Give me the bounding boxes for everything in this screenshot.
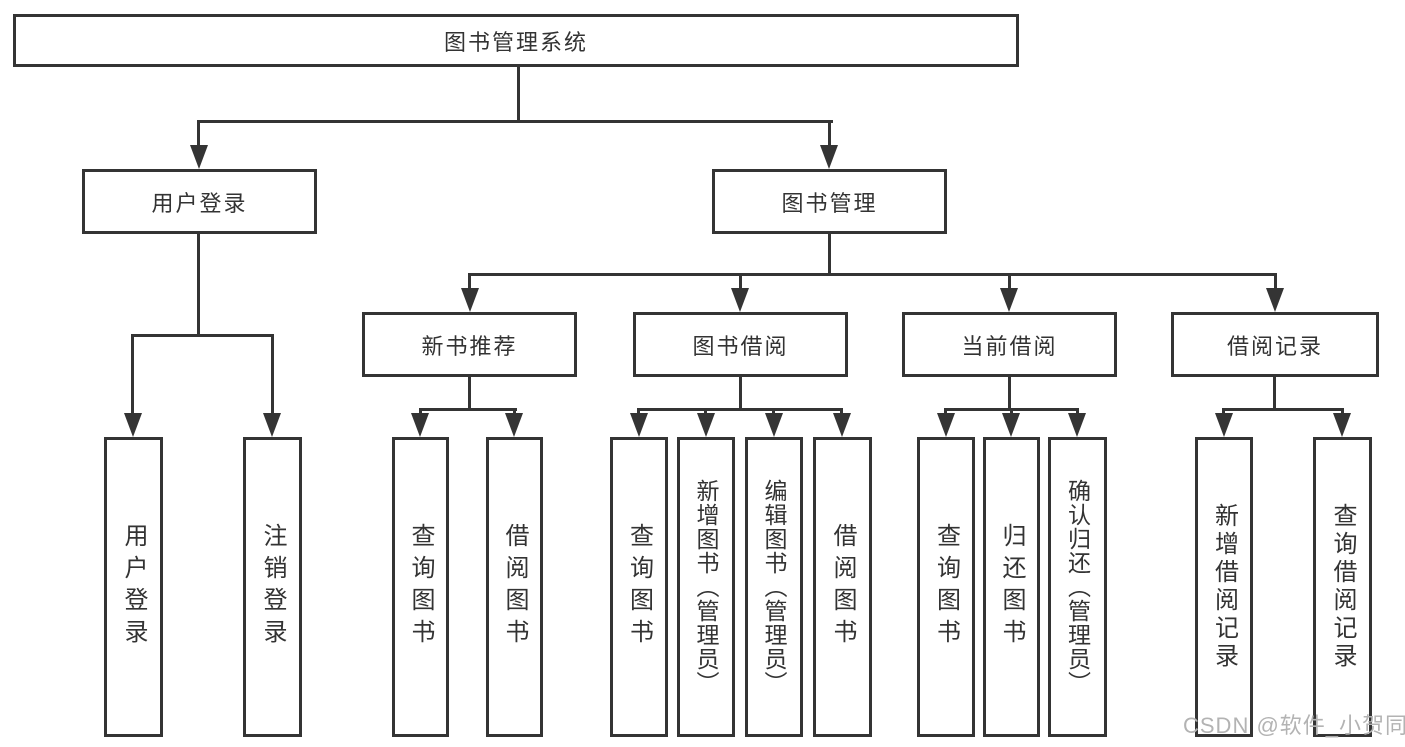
connector-stub [1273,377,1276,408]
leaf-query-borrow-record: 查询借阅记录 [1313,437,1372,737]
connector-stub [739,377,742,408]
connector-level2-horizontal [197,120,833,123]
leaf-query-books-recommend: 查询图书 [392,437,449,737]
connector-root-vertical [517,67,520,123]
connector-stub [131,334,134,416]
arrow-down-icon [820,145,838,169]
leaf-logout: 注销登录 [243,437,302,737]
arrow-down-icon [124,413,142,437]
connector-user-login-horizontal [131,334,274,337]
arrow-down-icon [937,413,955,437]
arrow-down-icon [833,413,851,437]
connector-user-login-vertical [197,234,200,334]
node-borrowing-records: 借阅记录 [1171,312,1379,377]
connector-level3-horizontal [468,273,1277,276]
connector-stub [739,273,742,291]
node-library-management-system: 图书管理系统 [13,14,1019,67]
leaf-confirm-return-admin: 确认归还（管理员） [1048,437,1107,737]
leaf-borrow-books-recommend: 借阅图书 [486,437,543,737]
arrow-down-icon [697,413,715,437]
connector-stub [1008,377,1011,408]
connector-stub [1008,273,1011,291]
node-book-borrowing: 图书借阅 [633,312,848,377]
arrow-down-icon [731,288,749,312]
leaf-return-books: 归还图书 [983,437,1040,737]
connector-horizontal [637,408,843,411]
arrow-down-icon [1333,413,1351,437]
connector-stub [468,377,471,408]
connector-horizontal [419,408,517,411]
arrow-down-icon [1068,413,1086,437]
node-book-management: 图书管理 [712,169,947,234]
arrow-down-icon [1002,413,1020,437]
leaf-query-books-current: 查询图书 [917,437,975,737]
arrow-down-icon [461,288,479,312]
leaf-query-books-borrowing: 查询图书 [610,437,668,737]
arrow-down-icon [1266,288,1284,312]
node-current-borrowing: 当前借阅 [902,312,1117,377]
leaf-add-borrow-record: 新增借阅记录 [1195,437,1253,737]
leaf-add-books-admin: 新增图书（管理员） [677,437,735,737]
node-user-login: 用户登录 [82,169,317,234]
arrow-down-icon [630,413,648,437]
leaf-edit-books-admin: 编辑图书（管理员） [745,437,803,737]
node-new-book-recommendation: 新书推荐 [362,312,577,377]
arrow-down-icon [263,413,281,437]
connector-book-mgmt-vertical [828,234,831,276]
leaf-borrow-books-borrowing: 借阅图书 [813,437,872,737]
connector-stub [197,120,200,148]
arrow-down-icon [1215,413,1233,437]
connector-horizontal [1222,408,1343,411]
arrow-down-icon [765,413,783,437]
arrow-down-icon [190,145,208,169]
arrow-down-icon [505,413,523,437]
arrow-down-icon [411,413,429,437]
connector-stub [1274,273,1277,291]
connector-stub [271,334,274,416]
arrow-down-icon [1000,288,1018,312]
csdn-watermark: CSDN @软件_小贺同学 [1183,713,1405,738]
leaf-user-login: 用户登录 [104,437,163,737]
connector-stub [468,273,471,291]
connector-stub [828,120,831,148]
